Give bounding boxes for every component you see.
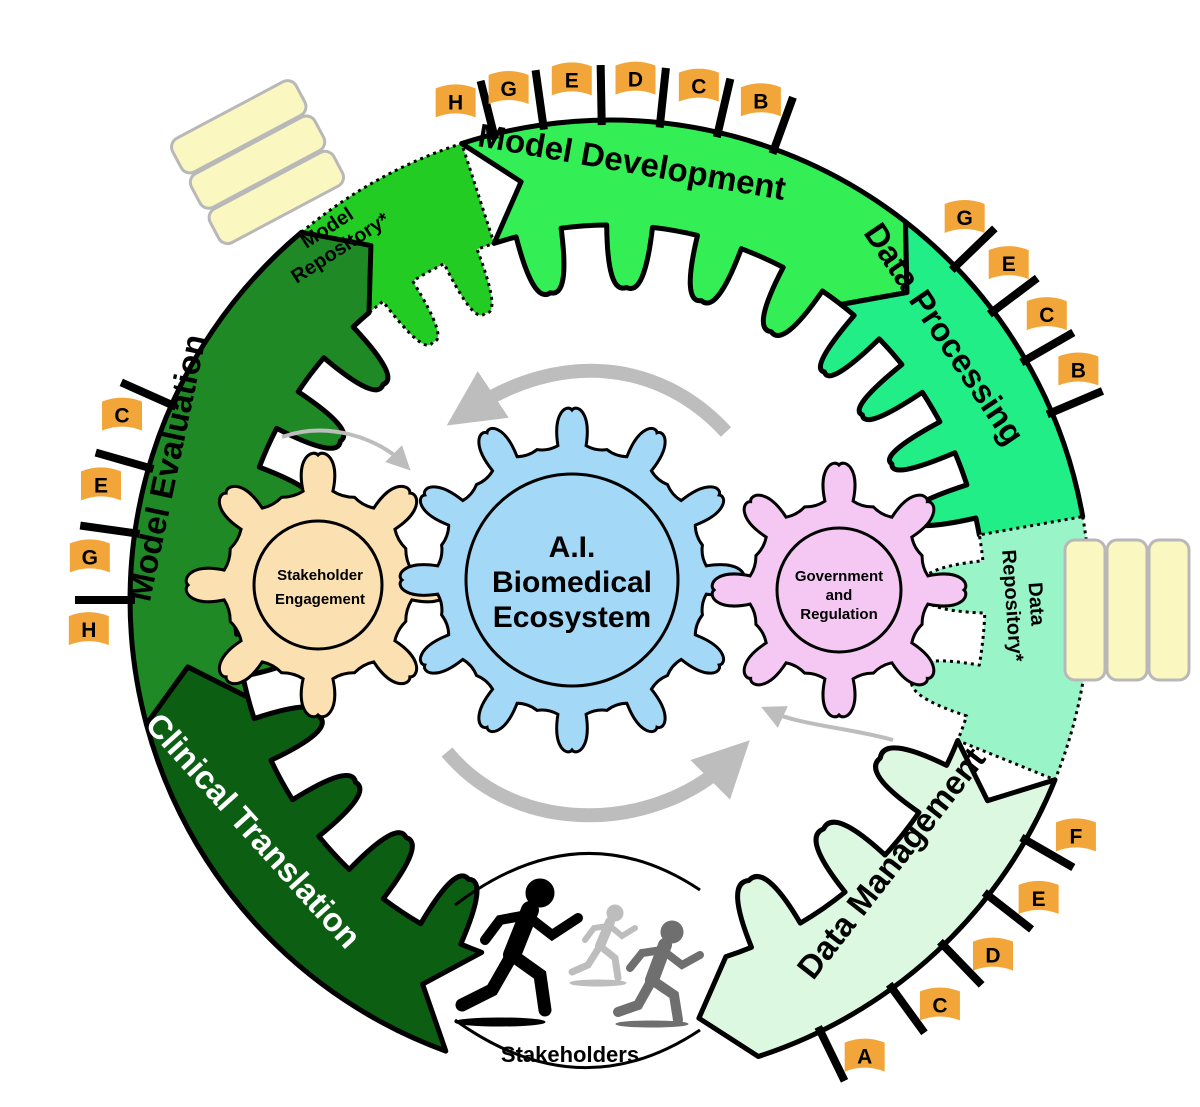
left-gear-line-2: Engagement — [275, 591, 365, 608]
runner-icon-light-grey — [568, 904, 638, 987]
flag-model-evaluation-H: H — [68, 596, 135, 646]
flag-data-processing-G: G — [944, 199, 998, 273]
cycle-arrows — [281, 363, 894, 823]
flag-markers: H G E D C B G E C B F E D C A C E G H — [68, 61, 1105, 1083]
right-gear-line-3: Regulation — [800, 606, 878, 623]
data-repository-storage-icon — [1063, 538, 1191, 682]
flag-letter: C — [932, 995, 947, 1018]
flag-letter: E — [1002, 253, 1016, 276]
segment-data-processing — [817, 219, 1086, 573]
flag-letter: G — [500, 78, 516, 101]
runner-icon-black — [454, 878, 583, 1027]
top-cycle-arrow — [446, 363, 732, 437]
flag-data-processing-C: C — [1019, 297, 1076, 366]
left-small-arrow — [281, 428, 411, 471]
flag-model-evaluation-G: G — [69, 521, 141, 573]
flag-model-development-B: B — [740, 83, 797, 156]
model-repository-storage-icon — [170, 79, 346, 246]
flag-letter: H — [81, 619, 96, 642]
center-gear-line-2: Biomedical — [492, 566, 652, 599]
flag-letter: B — [1071, 360, 1086, 383]
flag-data-management-E: E — [981, 880, 1059, 933]
flag-letter: C — [114, 405, 129, 428]
flag-data-management-F: F — [1019, 818, 1096, 871]
flag-letter: C — [691, 76, 706, 99]
flag-model-development-D: D — [615, 61, 670, 129]
flag-letter: H — [448, 91, 463, 114]
flag-data-management-A: A — [814, 1025, 885, 1083]
stakeholders-label: Stakeholders — [501, 1042, 639, 1067]
right-gear-line-1: Government — [795, 568, 883, 585]
stakeholders-group: Stakeholders — [454, 851, 704, 1070]
flag-data-processing-E: E — [986, 246, 1040, 318]
stakeholders-arc-bottom — [454, 1018, 701, 1070]
flag-letter: E — [1032, 888, 1046, 911]
flag-letter: F — [1070, 825, 1083, 848]
segment-model-repository — [300, 142, 496, 347]
right-small-arrow — [761, 706, 894, 742]
left-gear: Stakeholder Engagement — [184, 451, 452, 719]
center-gear: A.I. Biomedical Ecosystem — [398, 406, 746, 754]
flag-letter: G — [956, 207, 972, 230]
flag-model-development-E: E — [551, 62, 606, 126]
center-gear-line-3: Ecosystem — [493, 601, 651, 634]
flag-letter: G — [82, 546, 98, 569]
flag-letter: E — [94, 474, 108, 497]
right-gear: Government and Regulation — [710, 461, 968, 719]
flag-letter: D — [985, 945, 1000, 968]
svg-text:Data: Data — [1023, 582, 1048, 628]
flag-letter: E — [565, 69, 579, 92]
flag-model-evaluation-E: E — [80, 448, 155, 501]
bottom-cycle-arrow — [441, 740, 750, 823]
flag-data-management-C: C — [885, 981, 960, 1036]
flag-letter: D — [628, 69, 643, 92]
flag-letter: C — [1039, 304, 1054, 327]
flag-data-management-D: D — [937, 937, 1014, 988]
stakeholders-arc-top — [454, 851, 701, 907]
runner-icon-dark-grey — [613, 920, 704, 1028]
flag-model-development-H: H — [435, 79, 499, 141]
segment-data-management — [696, 738, 1058, 1059]
flag-letter: A — [857, 1046, 872, 1069]
right-gear-line-2: and — [826, 587, 853, 604]
flag-data-processing-B: B — [1045, 352, 1105, 419]
flag-letter: B — [753, 90, 768, 113]
flag-model-development-C: C — [678, 68, 735, 139]
center-gear-line-1: A.I. — [549, 531, 596, 564]
flag-model-development-G: G — [488, 69, 548, 131]
segment-clinical-translation — [143, 664, 485, 1054]
left-gear-line-1: Stakeholder — [277, 567, 363, 584]
flag-model-evaluation-C: C — [102, 378, 178, 431]
